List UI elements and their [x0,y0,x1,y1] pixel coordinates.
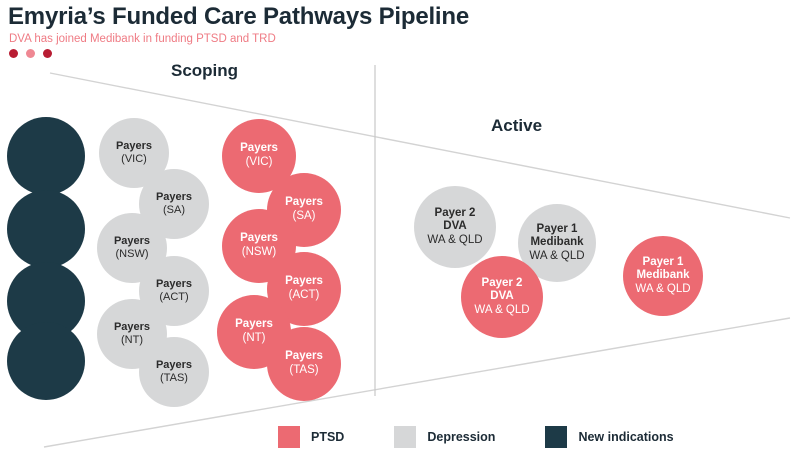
funnel-top-line [49,72,791,219]
bubble-line-1: Payer 1 [536,222,578,235]
bubble-line-2: (SA) [163,204,185,216]
bubble-line-1: Payers [155,278,193,291]
scoping-ptsd-bubble-tas[interactable]: Payers (TAS) [267,327,341,401]
bubble-line-2: (TAS) [289,364,319,376]
dot-3-icon [43,49,52,58]
bubble-line-1: Payers [240,232,278,245]
bubble-line-2: (VIC) [121,153,147,165]
funnel-bottom-line [43,317,791,448]
bubble-line-3: WA & QLD [529,249,585,262]
bubble-line-1: Payers [285,350,323,363]
bubble-line-1: Payers [285,275,323,288]
legend-label-new-indications: New indications [578,430,674,444]
bubble-line-2: DVA [490,290,514,303]
bubble-line-3: WA & QLD [635,282,691,295]
bubble-line-3: WA & QLD [427,233,483,246]
new-indication-bubble-2[interactable] [7,190,85,268]
legend-swatch-depression [394,426,417,448]
bubble-line-1: Payer 1 [642,255,684,268]
bubble-line-1: Payers [285,196,323,209]
bubble-line-2: (NSW) [241,246,277,258]
new-indication-bubble-1[interactable] [7,117,85,195]
legend-item-depression[interactable]: Depression [394,426,495,448]
bubble-line-1: Payers [240,142,278,155]
legend-swatch-new-indications [545,426,568,448]
page-subtitle: DVA has joined Medibank in funding PTSD … [9,33,276,45]
stage-label-active: Active [491,116,543,135]
bubble-line-2: Medibank [530,236,584,249]
active-bubble-payer1-medibank-ptsd[interactable]: Payer 1 Medibank WA & QLD [623,236,703,316]
bubble-line-2: (ACT) [159,291,189,303]
active-bubble-payer2-dva-depression[interactable]: Payer 2 DVA WA & QLD [414,186,496,268]
page-title: Emyria’s Funded Care Pathways Pipeline [8,3,470,30]
active-bubble-payer1-medibank-depression[interactable]: Payer 1 Medibank WA & QLD [518,204,596,282]
bubble-line-1: Payers [155,191,193,204]
legend: PTSD Depression New indications [278,426,674,448]
bubble-line-1: Payer 2 [481,276,523,289]
bubble-line-1: Payers [115,140,153,153]
bubble-line-1: Payers [113,235,151,248]
new-indication-bubble-4[interactable] [7,322,85,400]
bubble-line-2: (TAS) [160,372,188,384]
legend-item-new-indications[interactable]: New indications [545,426,674,448]
bubble-line-2: (NSW) [115,248,149,260]
bubble-line-2: DVA [443,220,467,233]
bubble-line-1: Payers [155,359,193,372]
bubble-line-1: Payer 2 [434,206,476,219]
dot-2-icon [26,49,35,58]
bubble-line-2: (NT) [242,332,266,344]
legend-swatch-ptsd [278,426,300,448]
bubble-line-2: (ACT) [288,289,320,301]
bubble-line-1: Payers [113,321,151,334]
active-bubble-payer2-dva-ptsd[interactable]: Payer 2 DVA WA & QLD [461,256,543,338]
bubble-line-1: Payers [235,318,273,331]
bubble-line-2: (NT) [121,334,143,346]
decorative-dots [9,49,52,58]
scoping-depression-bubble-tas[interactable]: Payers (TAS) [139,337,209,407]
bubble-line-2: (VIC) [245,156,273,168]
stage-label-scoping: Scoping [171,61,239,80]
legend-label-depression: Depression [427,430,496,444]
bubble-line-3: WA & QLD [474,303,530,316]
legend-item-ptsd[interactable]: PTSD [278,426,344,448]
legend-label-ptsd: PTSD [311,430,345,444]
dot-1-icon [9,49,18,58]
bubble-line-2: Medibank [636,269,690,282]
bubble-line-2: (SA) [292,210,316,222]
